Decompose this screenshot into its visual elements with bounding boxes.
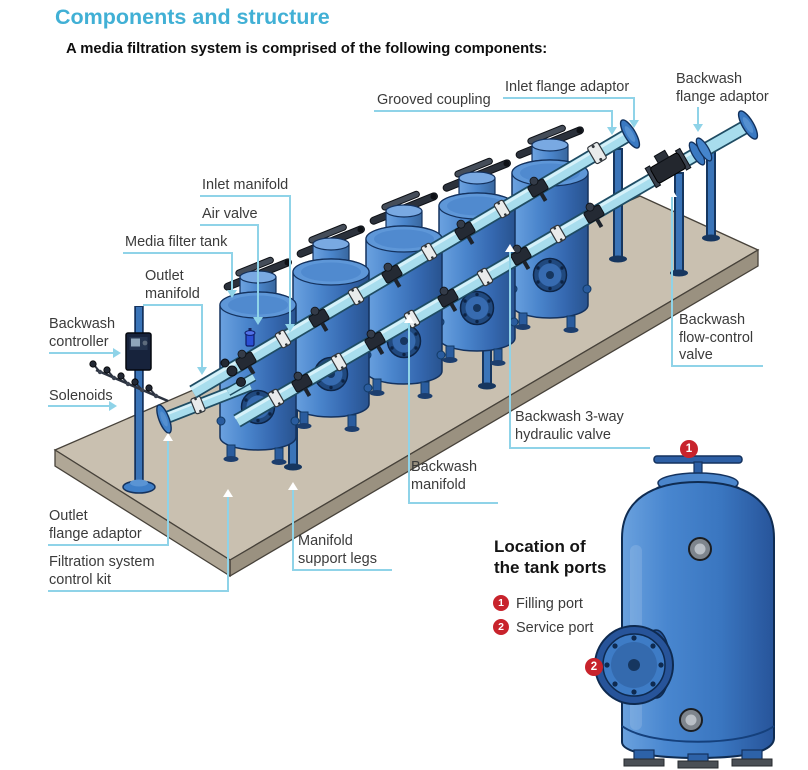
filtration-system-control-kit — [89, 306, 169, 494]
label-backwash-manifold: Backwash manifold — [411, 459, 478, 493]
page-title: Components and structure — [55, 5, 330, 29]
label-backwash-flow-control-valve: Backwash flow-control valve — [679, 312, 754, 364]
outlet-flange-adaptor — [156, 404, 172, 434]
legend-marker-service-port: 2 — [493, 619, 509, 635]
inlet-manifold-pipe — [189, 128, 632, 399]
filling-port-marker: 1 — [680, 440, 698, 458]
page-subtitle: A media filtration system is comprised o… — [66, 41, 548, 57]
solenoids-assembly — [89, 360, 169, 403]
label-backwash-flange-adaptor: Backwash flange adaptor — [676, 71, 769, 105]
service-port-flange — [594, 625, 674, 705]
backwash-flow-control-valve — [644, 147, 692, 189]
leader-arrowheads — [109, 120, 703, 497]
label-backwash-controller: Backwash controller — [49, 316, 116, 350]
label-outlet-manifold: Outlet manifold — [145, 268, 200, 302]
legend-label-filling-port: Filling port — [516, 596, 583, 612]
legend-marker-filling-port: 1 — [493, 595, 509, 611]
label-grooved-coupling: Grooved coupling — [377, 92, 491, 108]
label-filtration-system-control-kit: Filtration system control kit — [49, 554, 155, 588]
grooved-coupling — [587, 141, 607, 165]
backwash-manifold-pipe — [233, 119, 751, 428]
tank-ports-illustration — [594, 455, 775, 769]
label-inlet-flange-adaptor: Inlet flange adaptor — [505, 79, 630, 95]
inlet-pipe-fittings — [231, 119, 641, 379]
label-media-filter-tank: Media filter tank — [125, 234, 228, 250]
label-inlet-manifold: Inlet manifold — [202, 177, 289, 193]
legend-label-service-port: Service port — [516, 620, 594, 636]
legend-heading: Location of the tank ports — [494, 537, 607, 578]
service-port-marker: 2 — [585, 658, 603, 676]
leader-lines — [48, 97, 763, 592]
tank-legs — [623, 749, 773, 769]
backwash-flange-adaptor — [688, 137, 713, 166]
backwash-pipe-fittings — [267, 110, 759, 409]
air-valve — [244, 328, 256, 347]
label-manifold-support-legs: Manifold support legs — [298, 533, 377, 567]
label-air-valve: Air valve — [202, 206, 258, 222]
inlet-flange-adaptor — [619, 119, 641, 149]
label-backwash-3way-hydraulic-valve: Backwash 3-way hydraulic valve — [515, 409, 624, 443]
backwash-controller-box — [125, 332, 152, 371]
label-outlet-flange-adaptor: Outlet flange adaptor — [49, 508, 142, 542]
tank1-valve-cluster — [220, 358, 257, 396]
label-solenoids: Solenoids — [49, 388, 113, 404]
